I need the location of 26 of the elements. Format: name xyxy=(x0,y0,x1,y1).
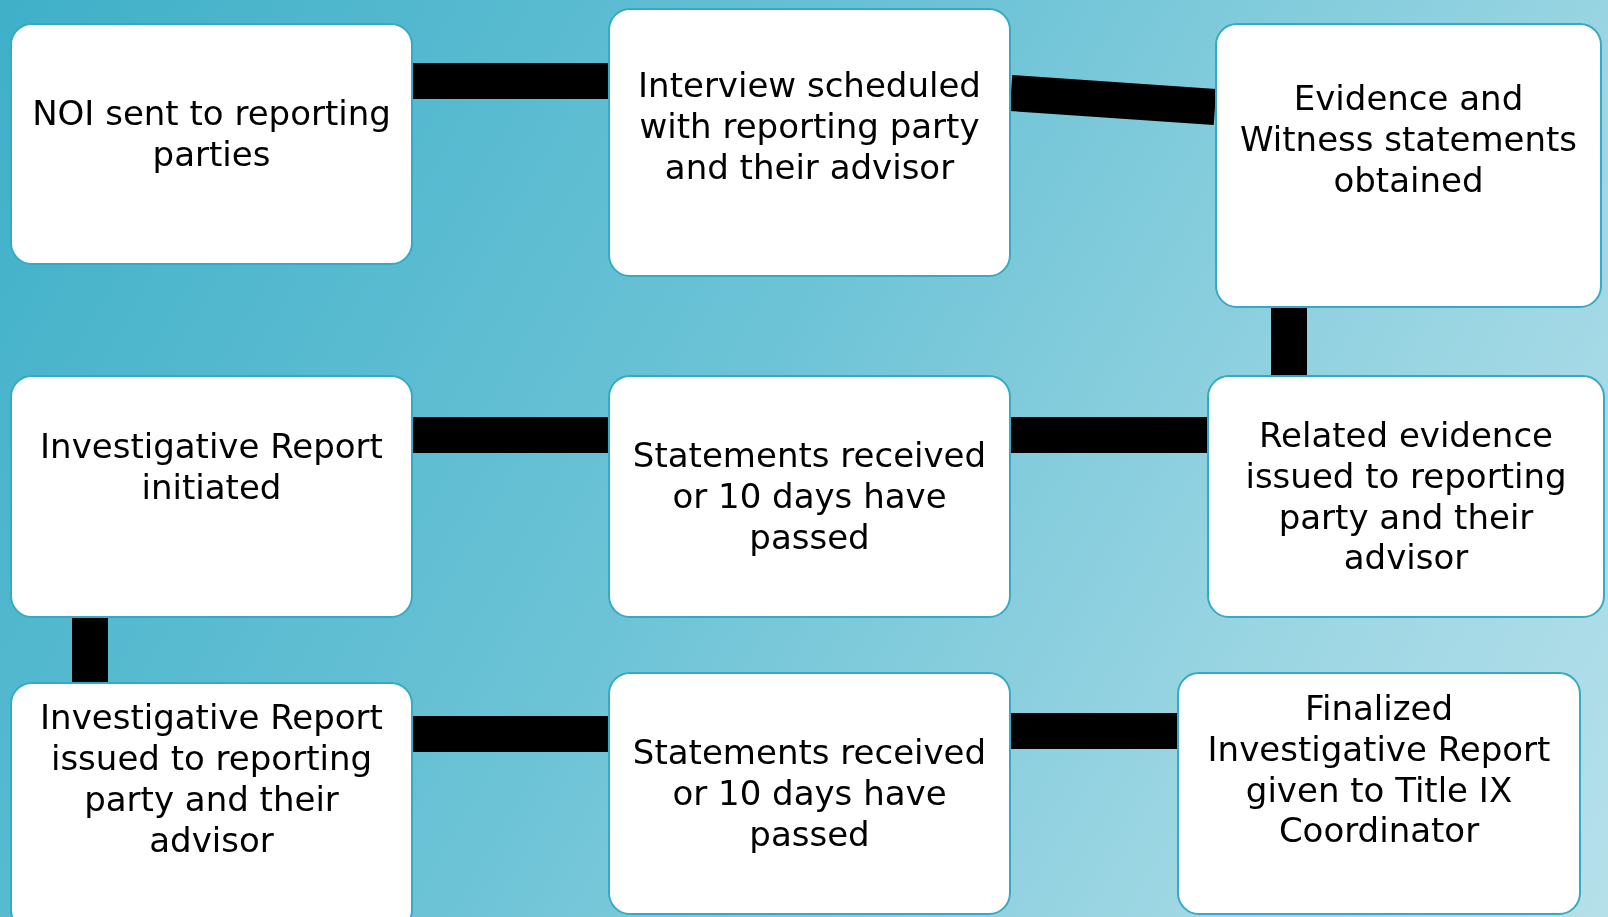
process-box xyxy=(10,375,413,618)
process-box xyxy=(608,672,1011,915)
connector-bar xyxy=(413,63,608,99)
step-text: Investigative Report issued to reporting party and their advisor xyxy=(39,697,384,861)
process-box xyxy=(10,682,413,917)
connector-bar xyxy=(413,417,608,453)
step-text: Statements received or 10 days have passed xyxy=(631,732,988,855)
connector-bar xyxy=(1271,308,1307,375)
connector-bar xyxy=(1009,75,1217,125)
process-box xyxy=(1207,375,1605,618)
step-text: NOI sent to reporting parties xyxy=(31,93,392,175)
step-text: Finalized Investigative Report given to Title IX Coordinator xyxy=(1206,687,1552,852)
process-box xyxy=(1177,672,1581,915)
step-text: Investigative Report initiated xyxy=(39,425,384,508)
step-text: Statements received or 10 days have passed xyxy=(631,435,988,558)
connector-bar xyxy=(413,716,608,752)
step-text: Evidence and Witness statements obtained xyxy=(1238,78,1579,201)
process-box xyxy=(10,23,413,265)
process-box xyxy=(1215,23,1602,308)
connector-bar xyxy=(1011,713,1177,749)
connector-bar xyxy=(1011,417,1207,453)
connector-bar xyxy=(72,618,108,682)
step-text: Interview scheduled with reporting party and their advisor xyxy=(637,65,982,188)
process-box xyxy=(608,8,1011,277)
process-box xyxy=(608,375,1011,618)
step-text: Related evidence issued to reporting party and their advisor xyxy=(1244,414,1568,579)
